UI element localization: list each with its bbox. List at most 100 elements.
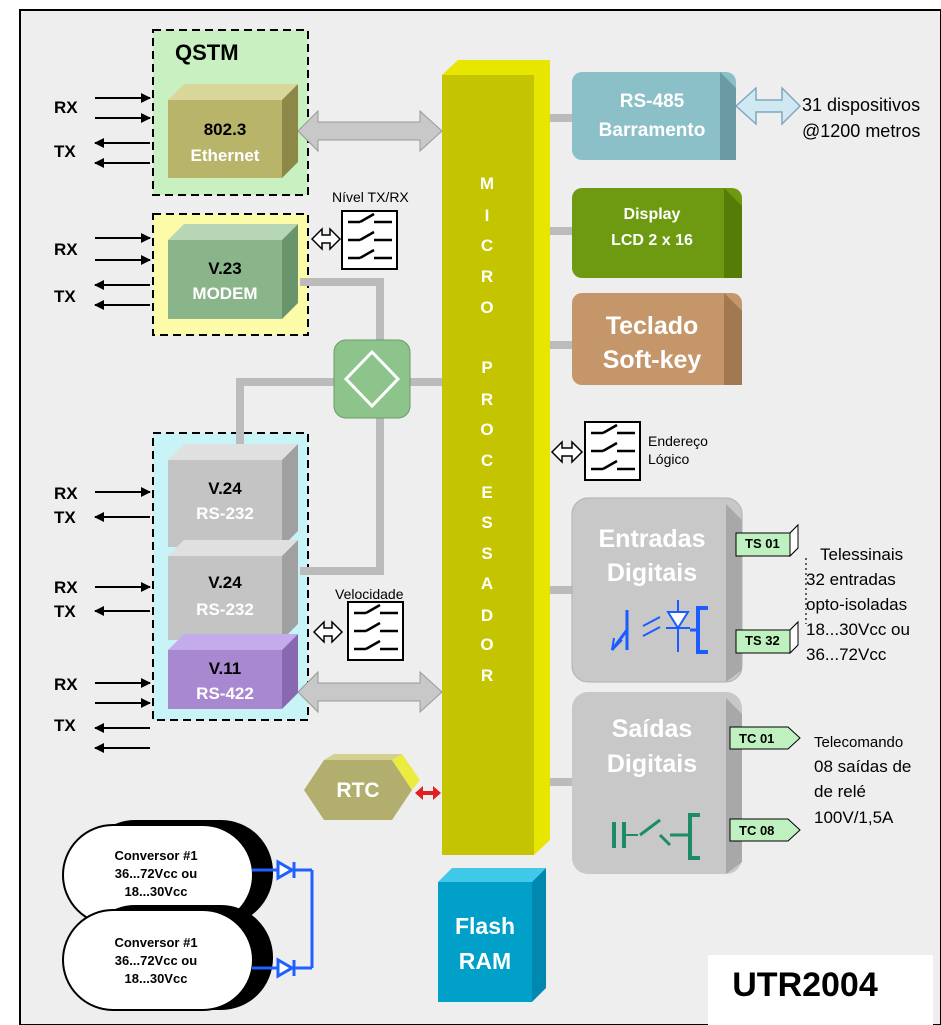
micro-letter: O <box>480 298 494 317</box>
entradas-label-2: Digitais <box>606 559 698 587</box>
endereco-label-2: Lógico <box>648 451 690 467</box>
micro-letter: S <box>481 513 493 532</box>
micro-letter: R <box>480 267 494 286</box>
micro-letter: M <box>479 174 495 193</box>
micro-letter: E <box>481 483 493 502</box>
ts01-tag: TS 01 <box>745 536 780 551</box>
converter-1 <box>62 820 273 926</box>
rs485-block <box>572 72 736 160</box>
dip-switch-endereco-icon <box>550 421 641 481</box>
telecomando-line-4: 100V/1,5A <box>814 808 894 827</box>
nivel-label: Nível TX/RX <box>332 189 409 205</box>
tx-label-4: TX <box>54 602 76 621</box>
entradas-label-1: Entradas <box>598 525 706 553</box>
rx-label-4: RX <box>54 578 78 597</box>
diode-icons <box>252 859 314 979</box>
tag-shapes <box>729 523 801 842</box>
optocoupler-icon <box>610 600 708 654</box>
rx-label-1: RX <box>54 98 78 117</box>
v11-block <box>168 634 298 709</box>
v11-label-2: RS-422 <box>196 684 254 703</box>
v11-label-1: V.11 <box>208 659 242 678</box>
micro-letter: D <box>480 606 494 625</box>
modem-label-2: MODEM <box>192 284 258 303</box>
rtc-label: RTC <box>336 779 380 802</box>
dip-switch-velocidade-icon <box>312 601 404 661</box>
diagram-title: UTR2004 <box>732 966 878 1004</box>
flash-ram-block <box>438 868 546 1002</box>
rs485-note-1: 31 dispositivos <box>802 95 921 115</box>
tx-label-1: TX <box>54 142 76 161</box>
tx-label-5: TX <box>54 716 76 735</box>
conv2-line-1: Conversor #1 <box>114 935 198 950</box>
rs485-note-2: @1200 metros <box>802 121 921 141</box>
saidas-label-2: Digitais <box>606 750 698 778</box>
tc08-tag: TC 08 <box>739 823 775 838</box>
telessinais-line-5: 36...72Vcc <box>806 645 887 664</box>
ethernet-label-1: 802.3 <box>203 120 247 139</box>
telessinais-line-2: 32 entradas <box>806 570 896 589</box>
flash-label-2: RAM <box>458 948 512 974</box>
rs485-line-arrow <box>734 86 802 126</box>
conv1-line-2: 36...72Vcc ou <box>114 866 198 881</box>
modem-block <box>168 224 298 319</box>
conv2-line-3: 18...30Vcc <box>124 971 188 986</box>
tx-label-3: TX <box>54 508 76 527</box>
ethernet-label-2: Ethernet <box>190 146 260 165</box>
rx-label-5: RX <box>54 675 78 694</box>
micro-letter: O <box>480 420 494 439</box>
rs485-label-2: Barramento <box>598 120 706 141</box>
micro-letter: R <box>480 390 494 409</box>
microprocessor-block <box>442 60 550 855</box>
micro-letter: S <box>481 544 493 563</box>
telecomando-line-3: de relé <box>814 782 866 801</box>
micro-letter: P <box>481 358 493 377</box>
v24-1-label-1: V.24 <box>208 479 242 498</box>
micro-letter: I <box>484 206 490 225</box>
telessinais-line-4: 18...30Vcc ou <box>806 620 910 639</box>
title-box <box>708 955 933 1025</box>
teclado-label-2: Soft-key <box>602 346 702 374</box>
velocidade-label: Velocidade <box>335 586 404 602</box>
teclado-label-1: Teclado <box>605 312 699 340</box>
telecomando-line-2: 08 saídas de <box>814 757 912 776</box>
flash-label-1: Flash <box>454 913 516 939</box>
v24-block-2 <box>168 540 298 640</box>
converter-2 <box>62 905 273 1011</box>
rx-label-3: RX <box>54 484 78 503</box>
dip-switch-nivel-icon <box>310 210 398 270</box>
v24-2-label-2: RS-232 <box>196 600 254 619</box>
micro-letter: O <box>480 635 494 654</box>
relay-icon <box>612 813 700 860</box>
rs485-label-1: RS-485 <box>619 91 685 112</box>
micro-letter: C <box>480 451 494 470</box>
display-label-2: LCD 2 x 16 <box>611 232 693 249</box>
rx-label-2: RX <box>54 240 78 259</box>
conv1-line-3: 18...30Vcc <box>124 884 188 899</box>
v24-2-label-1: V.24 <box>208 573 242 592</box>
rx-tx-arrows <box>94 93 151 753</box>
display-block <box>572 188 742 278</box>
teclado-block <box>572 293 742 385</box>
switch-hub <box>333 339 411 419</box>
modem-label-1: V.23 <box>208 259 242 278</box>
tx-label-2: TX <box>54 287 76 306</box>
rtc-block <box>304 754 420 820</box>
telecomando-line-1: Telecomando <box>814 734 904 751</box>
display-label-1: Display <box>623 206 681 223</box>
telessinais-line-3: opto-isoladas <box>806 595 908 614</box>
micro-letter: C <box>480 236 494 255</box>
endereco-label-1: Endereço <box>648 433 708 449</box>
ts32-tag: TS 32 <box>745 633 780 648</box>
ethernet-block <box>168 84 298 178</box>
tc01-tag: TC 01 <box>739 731 775 746</box>
conv2-line-2: 36...72Vcc ou <box>114 953 198 968</box>
v24-block-1 <box>168 444 298 547</box>
rtc-link-arrow <box>415 786 441 800</box>
saidas-label-1: Saídas <box>611 715 693 743</box>
telessinais-line-1: Telessinais <box>820 545 904 564</box>
qstm-label: QSTM <box>175 40 239 65</box>
v24-1-label-2: RS-232 <box>196 504 254 523</box>
